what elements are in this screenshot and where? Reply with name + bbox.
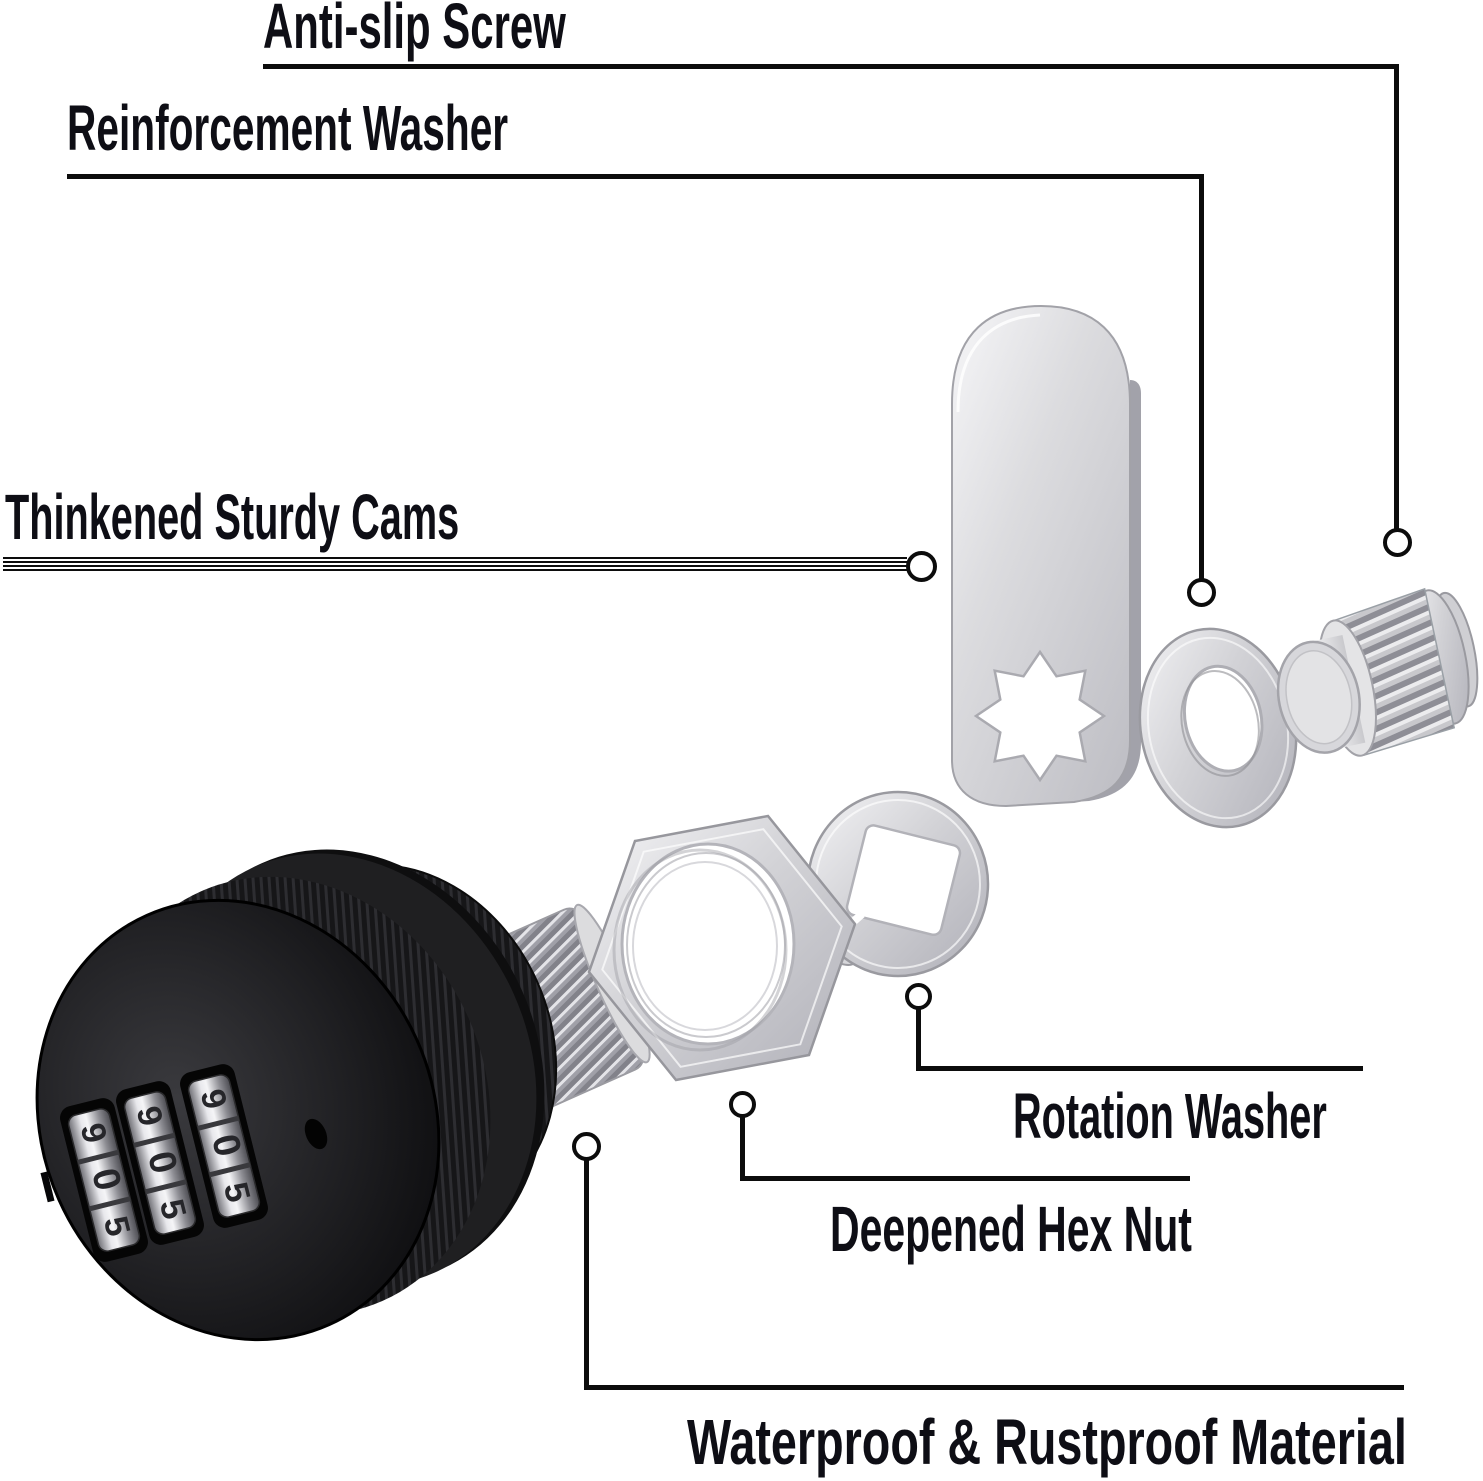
hex-nut-hole [620, 842, 796, 1046]
rotation-pointer-circle [905, 983, 932, 1010]
rotation-leader-vertical [916, 1009, 921, 1071]
combination-dial-2[interactable]: 9 0 5 [113, 1079, 206, 1248]
callout-label-deepened-hex-nut: Deepened Hex Nut [830, 1193, 1192, 1265]
lock-body: 9 0 5 9 0 5 9 0 5 [35, 849, 651, 1342]
hex-nut-pointer-circle [729, 1091, 756, 1118]
flat-washer [1138, 627, 1298, 829]
waterproof-pointer-circle [572, 1132, 601, 1161]
anti-slip-leader-vertical [1394, 64, 1399, 530]
callout-label-rotation-washer: Rotation Washer [1013, 1080, 1327, 1152]
flat-washer-hole [1182, 664, 1264, 773]
hex-nut [587, 814, 857, 1082]
waterproof-leader-vertical [584, 1160, 589, 1390]
callout-label-thickened-cams: Thinkened Sturdy Cams [5, 481, 460, 553]
hex-nut-leader-vertical [740, 1117, 745, 1181]
reinforcement-pointer-circle [1187, 578, 1216, 607]
cams-underline-stripes [3, 557, 907, 572]
reinforcement-leader-vertical [1199, 174, 1204, 580]
face-pin-hole [304, 1118, 328, 1150]
anti-slip-pointer-circle [1383, 528, 1412, 557]
cam-star-hole [973, 649, 1107, 783]
callout-label-reinforcement-washer: Reinforcement Washer [67, 92, 509, 164]
face-index-notch [40, 1171, 55, 1203]
hex-nut-leader-horizontal [740, 1176, 1190, 1181]
waterproof-leader-horizontal [584, 1385, 1404, 1390]
anti-slip-underline [263, 64, 1399, 69]
rotation-leader-horizontal [916, 1066, 1363, 1071]
anti-slip-screw-part [1276, 587, 1479, 757]
reinforcement-underline [67, 174, 1204, 179]
callout-label-waterproof-material: Waterproof & Rustproof Material [687, 1406, 1407, 1478]
cam-plate-thickness-edge [1074, 380, 1141, 802]
callout-label-anti-slip-screw: Anti-slip Screw [263, 0, 566, 62]
rotation-washer-square-hole [845, 824, 962, 937]
combination-dial-1[interactable]: 9 0 5 [57, 1096, 150, 1265]
cam-plate-highlight [956, 313, 1041, 413]
cams-pointer-circle [906, 551, 937, 582]
combination-dial-3[interactable]: 9 0 5 [177, 1062, 270, 1231]
cam-plate [951, 304, 1141, 808]
